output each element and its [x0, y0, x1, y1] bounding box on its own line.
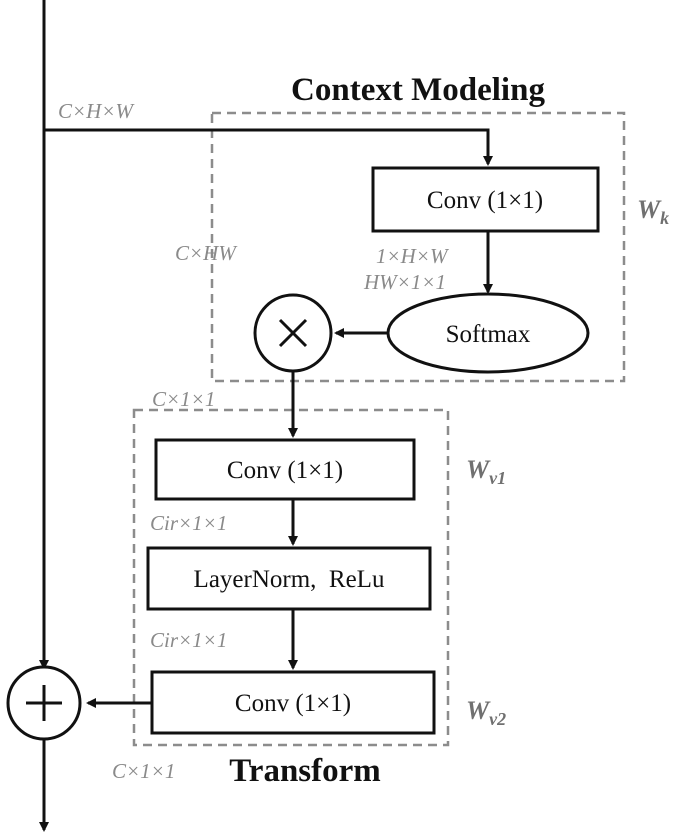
- transform-title: Transform: [229, 753, 381, 789]
- transform-module: [132, 408, 450, 747]
- weight-label-wv1: Wv1: [466, 455, 506, 488]
- plus-icon: [26, 685, 62, 721]
- dim-context: C×1×1: [152, 387, 215, 411]
- context-modeling-module: [210, 111, 626, 383]
- conv-wk-label: Conv (1×1): [427, 187, 543, 214]
- layernorm-relu-box: [146, 546, 432, 611]
- softmax-label: Softmax: [446, 321, 531, 348]
- dim-bottleneck-1: Cir×1×1: [150, 511, 227, 535]
- context-modeling-title: Context Modeling: [291, 72, 545, 108]
- dim-softmax-in: HW×1×1: [363, 270, 446, 294]
- dim-conv-out: 1×H×W: [376, 244, 450, 268]
- dim-output: C×1×1: [112, 759, 175, 783]
- dim-reshape: C×HW: [175, 241, 238, 265]
- weight-label-wv2: Wv2: [466, 696, 506, 729]
- conv-wv2-box: [150, 670, 436, 735]
- dim-input: C×H×W: [58, 99, 136, 123]
- layernorm-relu-label: LayerNorm, ReLu: [194, 566, 385, 593]
- branch-line: [44, 128, 493, 166]
- conv-wv2-label: Conv (1×1): [235, 690, 351, 717]
- conv-wk-box: [371, 166, 600, 233]
- conv-wv1-label: Conv (1×1): [227, 457, 343, 484]
- multiply-icon: [278, 318, 308, 348]
- dim-bottleneck-2: Cir×1×1: [150, 628, 227, 652]
- weight-label-wk: Wk: [637, 195, 669, 228]
- conv-wv1-box: [154, 438, 416, 501]
